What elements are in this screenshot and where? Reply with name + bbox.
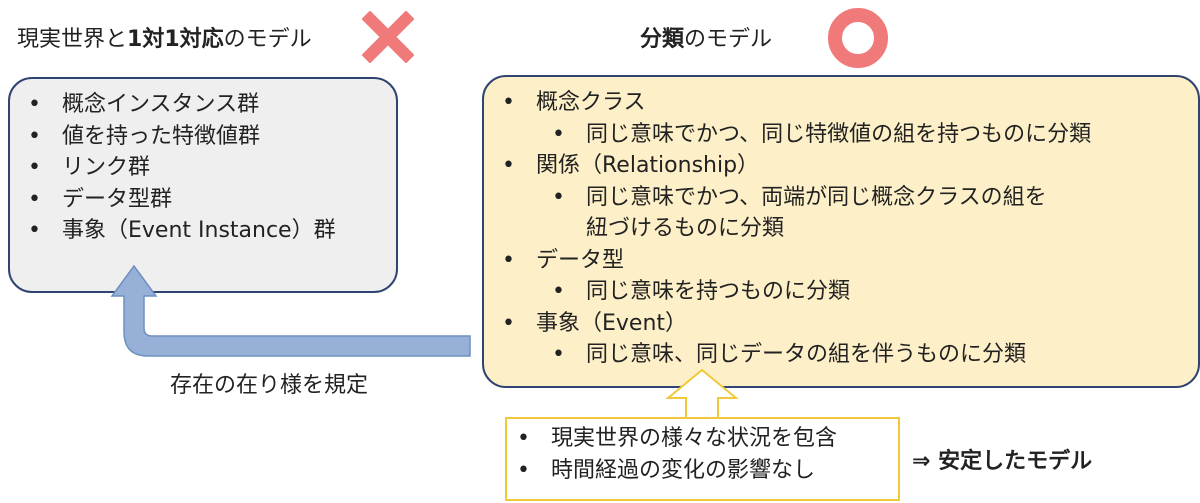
- bent-arrow-icon: [110, 264, 471, 357]
- right-heading-post: のモデル: [684, 27, 773, 52]
- group-item: データ型 同じ意味を持つものに分類: [502, 245, 1091, 308]
- properties-box: 現実世界の様々な状況を包含 時間経過の変化の影響なし: [505, 417, 900, 501]
- up-arrow-icon: [665, 368, 739, 419]
- list-item: 事象（Event Instance）群: [28, 215, 336, 247]
- left-heading-pre: 現実世界と: [17, 27, 128, 52]
- group-label: 事象（Event）: [536, 310, 688, 336]
- left-heading-post: のモデル: [223, 27, 312, 52]
- list-item: 時間経過の変化の影響なし: [517, 455, 837, 487]
- group-item: 関係（Relationship） 同じ意味でかつ、両端が同じ概念クラスの組を 紐…: [502, 150, 1091, 245]
- instance-list: 概念インスタンス群 値を持った特徴値群 リンク群 データ型群 事象（Event …: [28, 89, 336, 247]
- cross-icon: [362, 11, 414, 63]
- stable-model-label: ⇒ 安定したモデル: [912, 449, 1093, 474]
- list-item: 現実世界の様々な状況を包含: [517, 423, 837, 455]
- sub-item: 同じ意味を持つものに分類: [552, 276, 1091, 308]
- sub-item-continuation: 紐づけるものに分類: [586, 216, 785, 241]
- properties-list: 現実世界の様々な状況を包含 時間経過の変化の影響なし: [517, 423, 837, 487]
- left-heading: 現実世界と1対1対応のモデル: [17, 21, 312, 53]
- relation-label: 存在の在り様を規定: [170, 373, 369, 398]
- list-item: データ型群: [28, 184, 336, 216]
- list-item: リンク群: [28, 152, 336, 184]
- group-label: 概念クラス: [536, 90, 646, 115]
- sub-item: 同じ意味でかつ、同じ特徴値の組を持つものに分類: [552, 119, 1091, 151]
- classification-list: 概念クラス 同じ意味でかつ、同じ特徴値の組を持つものに分類 関係（Relatio…: [502, 87, 1091, 371]
- circle-icon: [828, 8, 888, 68]
- right-heading: 分類のモデル: [640, 21, 772, 53]
- classification-model-box: 概念クラス 同じ意味でかつ、同じ特徴値の組を持つものに分類 関係（Relatio…: [482, 75, 1200, 388]
- right-heading-bold: 分類: [640, 27, 685, 52]
- group-label: データ型: [536, 247, 625, 273]
- group-label: 関係（Relationship）: [536, 153, 760, 178]
- sub-item: 同じ意味でかつ、両端が同じ概念クラスの組を: [552, 182, 1091, 214]
- left-heading-bold: 1対1対応: [127, 27, 224, 52]
- instance-model-box: 概念インスタンス群 値を持った特徴値群 リンク群 データ型群 事象（Event …: [8, 77, 398, 293]
- list-item: 概念インスタンス群: [28, 89, 336, 121]
- sub-item: 同じ意味、同じデータの組を伴うものに分類: [552, 339, 1091, 371]
- group-item: 事象（Event） 同じ意味、同じデータの組を伴うものに分類: [502, 308, 1091, 371]
- group-item: 概念クラス 同じ意味でかつ、同じ特徴値の組を持つものに分類: [502, 87, 1091, 151]
- list-item: 値を持った特徴値群: [28, 121, 336, 153]
